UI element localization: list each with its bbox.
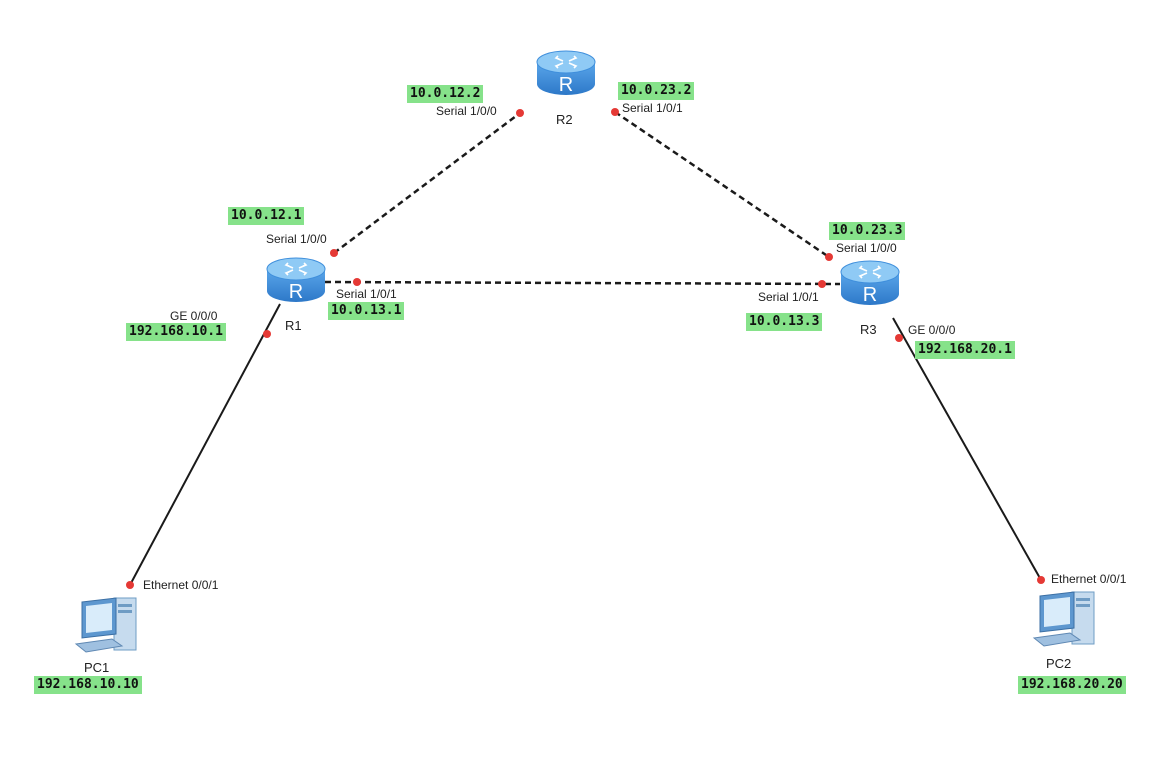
r3-s001-ip-tag: 10.0.13.3 [746,313,823,331]
r3-ge-port-label: GE 0/0/0 [908,323,956,337]
port-dot-r1-s001 [353,278,361,286]
pc2-ip-tag: 192.168.20.20 [1018,676,1126,694]
port-dot-pc2-eth [1037,576,1045,584]
pc2-name: PC2 [1046,656,1072,671]
r1-ge-ip-tag: 192.168.10.1 [126,323,226,341]
pc-icon [74,597,137,653]
port-dot-pc1-eth [126,581,134,589]
port-dot-r1-s000 [330,249,338,257]
port-dot-r1-ge [263,330,271,338]
link-r2-r3[interactable] [614,110,830,259]
router-r3-name: R3 [860,322,877,337]
pc2-eth-port-label: Ethernet 0/0/1 [1051,572,1127,586]
r1-ge-port-label: GE 0/0/0 [170,309,218,323]
pc1-name: PC1 [84,660,110,675]
link-r3-pc2[interactable] [892,317,1042,581]
port-dot-r3-ge [895,334,903,342]
r1-s000-ip-tag: 10.0.12.1 [228,207,305,225]
pc2[interactable] [1030,588,1098,650]
router-r1-name: R1 [285,318,302,333]
r1-s001-ip-tag: 10.0.13.1 [328,302,405,320]
pc-icon [1032,591,1095,647]
r1-s001-port-label: Serial 1/0/1 [336,287,397,301]
r3-s001-port-label: Serial 1/0/1 [758,290,819,304]
r2-s000-ip-tag: 10.0.12.2 [407,85,484,103]
router-r1[interactable]: R [264,251,328,307]
r3-ge-ip-tag: 192.168.20.1 [915,341,1015,359]
pc1[interactable] [72,594,140,656]
r3-s000-ip-tag: 10.0.23.3 [829,222,906,240]
link-r1-r3[interactable] [324,280,841,286]
r3-s000-port-label: Serial 1/0/0 [836,241,897,255]
pc1-eth-port-label: Ethernet 0/0/1 [143,578,219,592]
router-icon: R [840,260,900,306]
port-dot-r2-s000 [516,109,524,117]
router-r2[interactable]: R [534,44,598,100]
r2-s000-port-label: Serial 1/0/0 [436,104,497,118]
r2-s001-port-label: Serial 1/0/1 [622,101,683,115]
port-dot-r3-s001 [818,280,826,288]
port-dot-r2-s001 [611,108,619,116]
router-icon: R [536,50,596,96]
router-glyph: R [289,281,303,303]
r2-s001-ip-tag: 10.0.23.2 [618,82,695,100]
r1-s000-port-label: Serial 1/0/0 [266,232,327,246]
router-glyph: R [863,284,877,306]
link-r1-pc1[interactable] [129,303,281,586]
pc1-ip-tag: 192.168.10.10 [34,676,142,694]
router-icon: R [266,257,326,303]
router-glyph: R [559,74,573,96]
port-dot-r3-s000 [825,253,833,261]
link-r1-r2[interactable] [333,112,521,254]
router-r2-name: R2 [556,112,573,127]
router-r3[interactable]: R [838,254,902,310]
